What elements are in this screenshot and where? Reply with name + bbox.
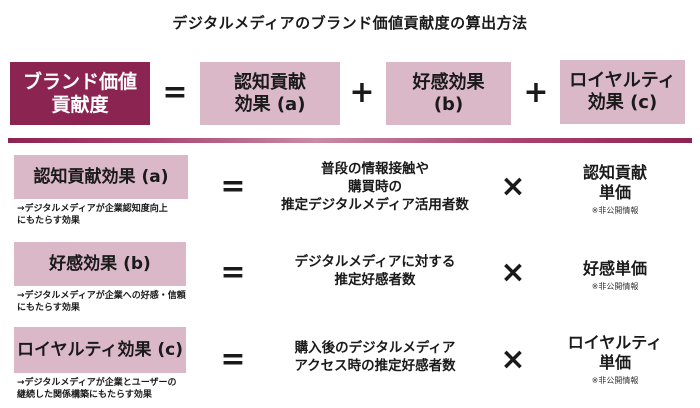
row-c-unit-line1: ロイヤルティ: [567, 333, 663, 352]
plus-sign: +: [523, 75, 549, 110]
row-a-note-line2: にもたらす効果: [17, 216, 80, 227]
section-divider: [8, 138, 692, 143]
loyalty-unit-price: ロイヤルティ 単価 ※非公開情報: [540, 333, 690, 386]
equals-sign: =: [220, 342, 246, 377]
term-b-line1: 好感効果: [412, 71, 485, 93]
row-b-mid-line1: デジタルメディアに対する: [294, 254, 456, 270]
row-b-unit-line1: 好感単価: [582, 259, 647, 278]
term-a-line1: 認知貢献: [234, 71, 306, 93]
equals-sign: =: [220, 169, 246, 204]
awareness-multiplier-count: 普段の情報接触や 購買時の 推定デジタルメディア活用者数: [255, 160, 495, 215]
favorability-unit-price: 好感単価 ※非公開情報: [540, 259, 690, 292]
loyalty-effect-label: ロイヤルティ効果 (c): [14, 327, 186, 373]
favorability-effect-note: →デジタルメディアが企業への好感・信頼 にもたらす効果: [17, 290, 237, 314]
row-a-mid-line1: 普段の情報接触や: [321, 161, 429, 177]
term-c-line1: ロイヤルティ: [569, 70, 676, 92]
loyalty-multiplier-count: 購入後のデジタルメディア アクセス時の推定好感者数: [262, 339, 488, 375]
row-c-mid-line2: アクセス時の推定好感者数: [294, 358, 456, 375]
plus-sign: +: [349, 75, 375, 110]
row-b-note-line1: →デジタルメディアが企業への好感・信頼: [17, 291, 186, 301]
private-info-note: ※非公開情報: [591, 206, 639, 215]
awareness-effect-note: →デジタルメディアが企業認知度向上 にもたらす効果: [17, 203, 237, 227]
favorability-multiplier-count: デジタルメディアに対する 推定好感者数: [265, 253, 485, 289]
row-c-note-line2: 継続した関係構築にもたらす効果: [17, 390, 152, 401]
times-sign: ×: [500, 255, 526, 290]
diagram-title: デジタルメディアのブランド価値貢献度の算出方法: [172, 14, 528, 32]
favorability-effect-label: 好感効果 (b): [14, 242, 186, 286]
row-b-note-line2: にもたらす効果: [17, 303, 80, 314]
equals-sign: =: [162, 75, 188, 110]
row-c-mid-line1: 購入後のデジタルメディア: [294, 340, 456, 356]
awareness-effect-box: 認知貢献 効果 (a): [200, 62, 340, 125]
equals-sign: =: [220, 255, 246, 290]
awareness-effect-label: 認知貢献効果 (a): [14, 155, 188, 199]
result-line1: ブランド価値: [22, 70, 137, 93]
row-c-label-text: ロイヤルティ効果 (c): [16, 339, 183, 360]
row-c-unit-line2: 単価: [598, 353, 631, 372]
loyalty-effect-box: ロイヤルティ 効果 (c): [560, 60, 685, 124]
term-b-line2: (b): [433, 93, 464, 115]
row-a-mid-line2: 購買時の: [348, 179, 402, 196]
times-sign: ×: [500, 169, 526, 204]
term-a-line2: 効果 (a): [234, 93, 306, 115]
row-a-unit-line2: 単価: [598, 183, 631, 202]
private-info-note: ※非公開情報: [591, 376, 639, 385]
awareness-unit-price: 認知貢献 単価 ※非公開情報: [540, 163, 690, 216]
row-b-mid-line2: 推定好感者数: [334, 272, 416, 289]
row-a-label-text: 認知貢献効果 (a): [33, 166, 169, 187]
favorability-effect-box: 好感効果 (b): [386, 62, 511, 125]
row-a-mid-line3: 推定デジタルメディア活用者数: [281, 197, 469, 214]
times-sign: ×: [500, 342, 526, 377]
result-line2: 貢献度: [51, 93, 109, 116]
term-c-line2: 効果 (c): [587, 92, 658, 113]
row-a-unit-line1: 認知貢献: [582, 163, 647, 182]
row-b-label-text: 好感効果 (b): [49, 253, 151, 274]
loyalty-effect-note: →デジタルメディアが企業とユーザーの 継続した関係構築にもたらす効果: [17, 377, 237, 401]
row-c-note-line1: →デジタルメディアが企業とユーザーの: [17, 378, 177, 388]
brand-value-contribution-box: ブランド価値 貢献度: [10, 62, 150, 125]
private-info-note: ※非公開情報: [591, 282, 639, 291]
row-a-note-line1: →デジタルメディアが企業認知度向上: [17, 204, 168, 214]
